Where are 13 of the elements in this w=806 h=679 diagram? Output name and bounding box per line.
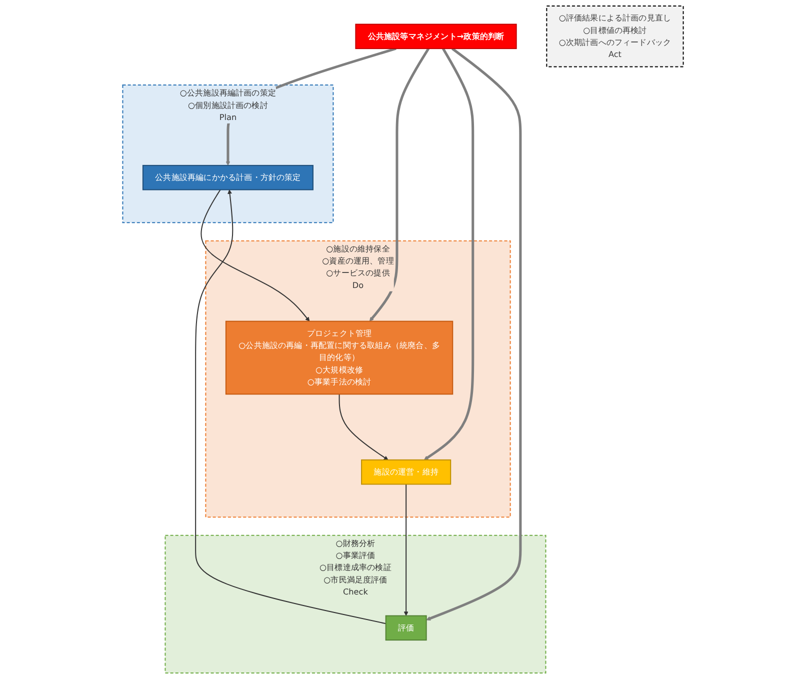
arrow	[338, 394, 388, 460]
node-box: 公共施設再編にかかる計画・方針の策定	[142, 164, 314, 190]
node-box: 施設の運営・維持	[361, 459, 452, 485]
node-box: プロジェクト管理 ○公共施設の再編・再配置に関する取組み（統廃合、多目的化等） ○大規模改修 ○事業手法の検討	[225, 320, 454, 395]
arrow	[424, 48, 474, 460]
arrow	[195, 190, 386, 624]
node-box: 公共施設等マネジメント→政策的判断	[355, 24, 517, 50]
arrow	[404, 484, 408, 616]
node-box: 評価	[385, 615, 427, 641]
arrow	[426, 48, 522, 621]
arrow	[369, 48, 430, 322]
node-box: ○評価結果による計画の見直し ○目標値の再検討 ○次期計画へのフィードバック Act	[546, 6, 684, 68]
arrow	[200, 189, 310, 322]
